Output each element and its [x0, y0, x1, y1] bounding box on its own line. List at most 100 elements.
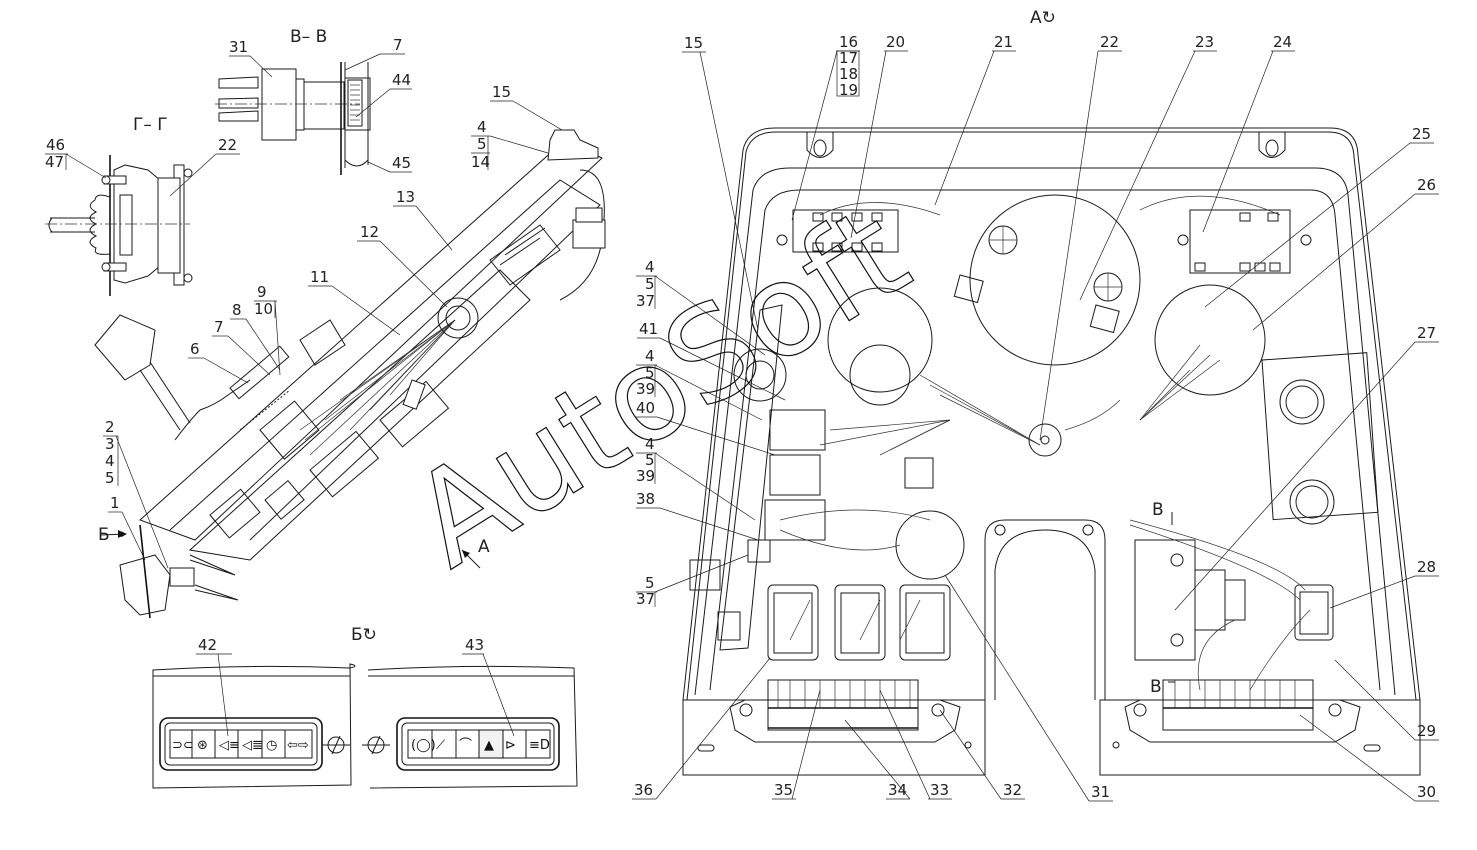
- headlight-icon[interactable]: ≡D: [529, 738, 550, 753]
- label-22: 22: [218, 136, 237, 154]
- gauge-icon[interactable]: ◷: [266, 738, 277, 753]
- label-24: 24: [1273, 33, 1292, 51]
- connector-block-34: [729, 679, 961, 743]
- watermark: AutoSoft: [387, 178, 933, 597]
- view-a-arrow-label: А: [478, 537, 490, 557]
- high-beam-icon[interactable]: ◁≣: [242, 738, 263, 753]
- label-8: 8: [232, 301, 242, 319]
- label-43: 43: [465, 636, 484, 654]
- label-5-side-b: 5: [105, 469, 115, 487]
- label-37-b: 37: [636, 590, 655, 608]
- gauge-center: [969, 194, 1141, 366]
- socket-31: [895, 510, 965, 580]
- switch-body: [261, 68, 297, 141]
- label-5-c: 5: [645, 451, 655, 469]
- label-19: 19: [839, 81, 858, 99]
- label-27: 27: [1417, 324, 1436, 342]
- panel-plate: [139, 139, 603, 541]
- watermark-text: AutoSoft: [387, 179, 932, 597]
- label-4-c: 4: [645, 435, 655, 453]
- label-35: 35: [774, 781, 793, 799]
- turn-signal-icon[interactable]: ⇦⇨: [287, 738, 309, 753]
- label-22: 22: [1100, 33, 1119, 51]
- label-12: 12: [360, 223, 379, 241]
- gauge-left: [827, 287, 933, 393]
- label-36: 36: [634, 781, 653, 799]
- section-v-v: В– В 31 7 44 45: [215, 27, 412, 175]
- section-v-title: В– В: [290, 27, 327, 47]
- section-g-g: Г– Г 46 47 22: [45, 115, 240, 296]
- label-20: 20: [886, 33, 905, 51]
- view-b: Б↻ ⊃⊂ ⊛ ◁≡ ◁≣ ◷ ⇦⇨: [152, 625, 578, 789]
- panel-housing-outline: [682, 127, 1421, 701]
- label-6: 6: [190, 340, 200, 358]
- label-4-side-b: 4: [105, 452, 115, 470]
- switch-block-43: (◯) ⟋ ⌒ ▲ ⊳ ≡D: [362, 717, 560, 771]
- label-7: 7: [393, 36, 403, 54]
- label-26: 26: [1417, 176, 1436, 194]
- label-14-side: 14: [471, 153, 490, 171]
- label-28: 28: [1417, 558, 1436, 576]
- brake-icon[interactable]: (◯): [411, 738, 436, 753]
- section-g-title: Г– Г: [133, 115, 168, 135]
- label-9: 9: [257, 283, 267, 301]
- label-37-a: 37: [636, 292, 655, 310]
- label-7-side: 7: [214, 318, 224, 336]
- label-3: 3: [105, 435, 115, 453]
- label-11: 11: [310, 268, 329, 286]
- label-46: 46: [46, 136, 65, 154]
- parking-lights-icon[interactable]: ⊃⊂: [172, 738, 194, 753]
- work-light-icon[interactable]: ⟋: [436, 738, 446, 753]
- label-39-b: 39: [636, 467, 655, 485]
- connector-block-30: [1124, 679, 1361, 743]
- label-1: 1: [110, 494, 120, 512]
- label-40: 40: [636, 399, 655, 417]
- view-b-title: Б↻: [351, 625, 377, 645]
- mount-bracket: [119, 554, 171, 616]
- cut-v-bottom: В: [1150, 677, 1162, 697]
- terminal-strip-24: [1189, 209, 1291, 274]
- gauge-right: [1154, 284, 1266, 396]
- side-view-assembly: 15 4 5 14 13 12 11 9 10 8 7 6 2 3 4 5 1 …: [94, 83, 606, 619]
- label-2: 2: [105, 418, 115, 436]
- label-34: 34: [888, 781, 907, 799]
- label-4-a: 4: [645, 258, 655, 276]
- label-10: 10: [254, 300, 273, 318]
- label-45: 45: [392, 154, 411, 172]
- terminal-strip-20: [792, 209, 899, 253]
- label-21: 21: [994, 33, 1013, 51]
- lever-knob: [94, 314, 156, 381]
- wiper-washer-icon[interactable]: ⌒: [459, 738, 472, 753]
- label-5-a: 5: [645, 275, 655, 293]
- label-29: 29: [1417, 722, 1436, 740]
- rubber-boot: [89, 194, 111, 255]
- label-25: 25: [1412, 125, 1431, 143]
- label-23: 23: [1195, 33, 1214, 51]
- label-39-a: 39: [636, 380, 655, 398]
- rocker-switches: [767, 584, 1334, 661]
- lever-housing: [113, 164, 185, 286]
- low-beam-icon[interactable]: ◁≡: [219, 738, 240, 753]
- view-a-title: А↻: [1030, 8, 1056, 28]
- label-47: 47: [45, 153, 64, 171]
- label-4-side: 4: [477, 118, 487, 136]
- switch-block-42: ⊃⊂ ⊛ ◁≡ ◁≣ ◷ ⇦⇨: [159, 717, 350, 771]
- fan-hazard-icon[interactable]: ▲: [484, 738, 494, 753]
- cut-v-top: В: [1152, 500, 1164, 520]
- label-32: 32: [1003, 781, 1022, 799]
- label-13: 13: [396, 188, 415, 206]
- label-18: 18: [839, 65, 858, 83]
- label-44: 44: [392, 71, 411, 89]
- label-5-d: 5: [645, 574, 655, 592]
- rear-fog-light-icon[interactable]: ⊛: [197, 738, 208, 753]
- label-38: 38: [636, 490, 655, 508]
- horn-icon[interactable]: ⊳: [505, 738, 516, 753]
- label-17: 17: [839, 49, 858, 67]
- label-41: 41: [639, 320, 658, 338]
- label-31: 31: [229, 38, 248, 56]
- label-33: 33: [930, 781, 949, 799]
- label-31: 31: [1091, 783, 1110, 801]
- label-16: 16: [839, 33, 858, 51]
- label-5-side: 5: [477, 135, 487, 153]
